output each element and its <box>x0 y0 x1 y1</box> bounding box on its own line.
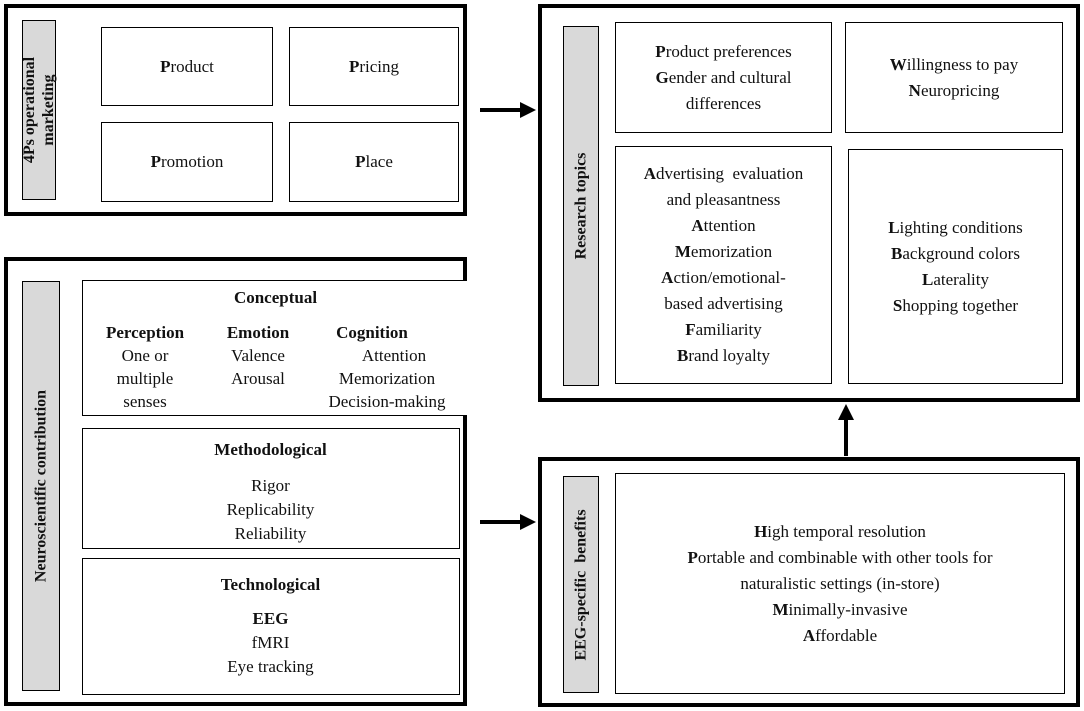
box-conceptual: Conceptual Perception One or multiple se… <box>82 280 467 416</box>
topic-line: differences <box>685 93 762 113</box>
panel-4ps: 4Ps operational marketing Product Pricin… <box>4 4 467 216</box>
benefit-line: Portable and combinable with other tools… <box>687 547 993 567</box>
text-product: Product <box>160 56 214 76</box>
box-methodological: Methodological Rigor Replicability Relia… <box>82 428 460 549</box>
cognition-line: Memorization <box>338 369 436 388</box>
topic-line: Memorization <box>674 242 773 261</box>
tech-eeg: EEG <box>252 609 289 628</box>
title-methodological: Methodological <box>214 440 327 459</box>
topic-line: and pleasantness <box>666 190 781 209</box>
box-eeg-benefits: High temporal resolution Portable and co… <box>615 473 1065 694</box>
box-advertising: Advertising evaluation and pleasantness … <box>615 146 832 384</box>
topic-line: based advertising <box>664 294 783 313</box>
topic-line: Willingness to pay <box>889 54 1019 74</box>
topic-line: Advertising evaluation <box>643 164 804 183</box>
box-willingness: Willingness to pay Neuropricing <box>845 22 1063 133</box>
perception-line: One or <box>121 346 169 365</box>
benefit-line: naturalistic settings (in-store) <box>740 573 940 593</box>
sidebar-research: Research topics <box>563 26 599 386</box>
emotion-line: Valence <box>231 346 285 365</box>
methodological-line: Reliability <box>234 524 307 543</box>
methodological-line: Replicability <box>226 500 315 519</box>
sidebar-4ps: 4Ps operational marketing <box>20 20 57 200</box>
arrow-eeg-to-research <box>838 404 854 456</box>
benefit-line: High temporal resolution <box>754 521 926 541</box>
title-cognition: Cognition <box>336 323 408 342</box>
arrow-4ps-to-research <box>480 102 536 118</box>
box-product: Product <box>101 27 273 106</box>
box-product-preferences: Product preferences Gender and cultural … <box>615 22 832 133</box>
topic-line: Laterality <box>921 269 990 289</box>
methodological-line: Rigor <box>251 476 290 495</box>
label-research: Research topics <box>572 152 590 260</box>
box-lighting: Lighting conditions Background colors La… <box>848 149 1063 384</box>
topic-line: Gender and cultural <box>655 67 792 87</box>
col-cognition: Cognition Attention Memorization Decisio… <box>309 321 465 413</box>
box-technological: Technological EEG fMRI Eye tracking <box>82 558 460 695</box>
col-emotion: Emotion Valence Arousal <box>203 321 313 390</box>
panel-contribution: Neuroscientific contribution Conceptual … <box>4 257 467 706</box>
title-emotion: Emotion <box>226 323 290 342</box>
sidebar-contribution: Neuroscientific contribution <box>22 281 60 691</box>
topic-line: Brand loyalty <box>676 346 770 365</box>
label-eeg: EEG-specific benefits <box>572 508 590 661</box>
box-place: Place <box>289 122 459 202</box>
topic-line: Background colors <box>891 243 1020 263</box>
text-promotion: Promotion <box>150 152 224 171</box>
topic-line: Familiarity <box>685 320 762 339</box>
technological-line: Eye tracking <box>227 657 314 676</box>
title-technological: Technological <box>220 575 321 594</box>
title-conceptual: Conceptual <box>233 288 318 307</box>
cognition-line: Attention <box>361 346 427 365</box>
methodological-content: Methodological Rigor Replicability Relia… <box>83 438 458 546</box>
technological-content: Technological EEG fMRI Eye tracking <box>83 573 458 679</box>
text-place: Place <box>355 152 393 171</box>
technological-line: fMRI <box>251 633 290 652</box>
topic-line: Lighting conditions <box>888 217 1023 237</box>
box-promotion: Promotion <box>101 122 273 202</box>
sidebar-eeg: EEG-specific benefits <box>563 476 599 693</box>
label-contribution: Neuroscientific contribution <box>32 389 50 583</box>
topic-line: Product preferences <box>655 41 792 61</box>
perception-line: senses <box>123 392 167 411</box>
panel-research: Research topics Product preferences Gend… <box>538 4 1080 402</box>
arrow-contribution-to-eeg <box>480 514 536 530</box>
title-perception: Perception <box>105 323 185 342</box>
cognition-line: Decision-making <box>328 392 446 411</box>
label-4ps: 4Ps operational marketing <box>20 56 57 164</box>
topic-line: Shopping together <box>892 295 1019 315</box>
benefit-line: Affordable <box>802 625 878 645</box>
benefit-line: Minimally-invasive <box>772 599 908 619</box>
topic-line: Action/emotional- <box>661 268 786 287</box>
col-perception: Perception One or multiple senses <box>85 321 205 413</box>
text-pricing: Pricing <box>348 56 400 76</box>
topic-line: Neuropricing <box>908 80 1000 100</box>
topic-line: Attention <box>691 216 756 235</box>
box-pricing: Pricing <box>289 27 459 106</box>
emotion-line: Arousal <box>231 369 285 388</box>
perception-line: multiple <box>116 369 174 388</box>
panel-eeg: EEG-specific benefits High temporal reso… <box>538 457 1080 707</box>
